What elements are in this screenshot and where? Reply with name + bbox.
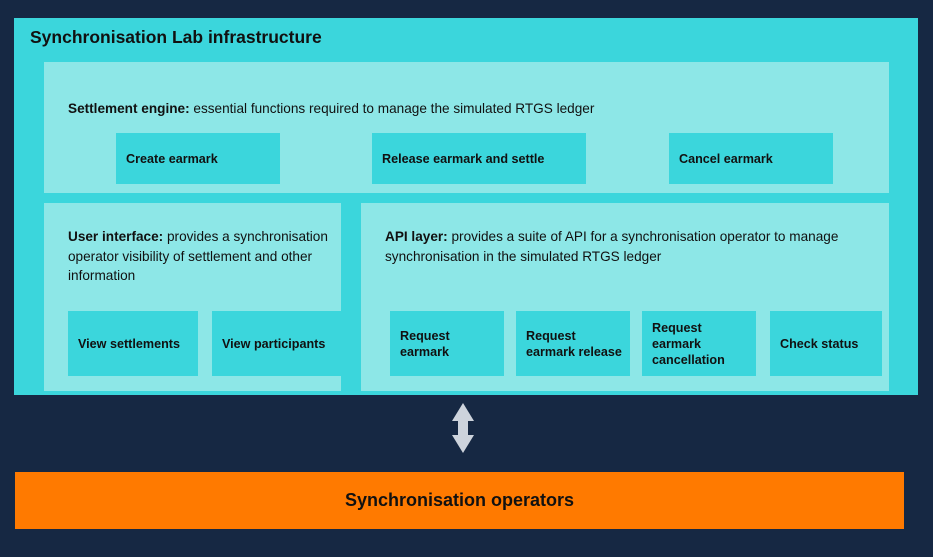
api-layer-description-text: provides a suite of API for a synchronis… xyxy=(385,229,839,264)
chip-request-earmark-cancellation[interactable]: Request earmark cancellation xyxy=(642,311,756,376)
synchronisation-operators-label: Synchronisation operators xyxy=(344,490,575,510)
chip-request-earmark[interactable]: Request earmark xyxy=(390,311,504,376)
chip-view-participants-label: View participants xyxy=(222,336,326,351)
chip-request-earmark-release[interactable]: Request earmark release xyxy=(516,311,630,376)
chip-create-earmark[interactable]: Create earmark xyxy=(116,133,280,184)
double-headed-vertical-arrow-icon xyxy=(447,402,479,454)
settlement-engine-panel: Settlement engine: essential functions r… xyxy=(44,62,889,193)
chip-check-status-label: Check status xyxy=(780,336,859,351)
synchronisation-operators-bar: Synchronisation operators xyxy=(15,472,904,529)
synchronisation-lab-infrastructure-container: Synchronisation Lab infrastructure Settl… xyxy=(14,18,918,395)
settlement-engine-description-text: essential functions required to manage t… xyxy=(189,101,595,116)
chip-check-status[interactable]: Check status xyxy=(770,311,882,376)
api-layer-label: API layer: xyxy=(385,229,448,244)
user-interface-description: User interface: provides a synchronisati… xyxy=(68,227,328,286)
infrastructure-title: Synchronisation Lab infrastructure xyxy=(30,27,322,47)
chip-cancel-earmark-label: Cancel earmark xyxy=(679,151,773,166)
chip-release-earmark-and-settle-label: Release earmark and settle xyxy=(382,151,545,166)
api-layer-panel: API layer: provides a suite of API for a… xyxy=(361,203,889,391)
chip-request-earmark-label: Request earmark xyxy=(400,328,450,359)
settlement-engine-label: Settlement engine: xyxy=(68,101,190,116)
chip-view-settlements-label: View settlements xyxy=(78,336,180,351)
settlement-engine-description: Settlement engine: essential functions r… xyxy=(68,99,868,119)
chip-create-earmark-label: Create earmark xyxy=(126,151,218,166)
chip-request-earmark-cancellation-label: Request earmark cancellation xyxy=(652,320,725,367)
chip-view-settlements[interactable]: View settlements xyxy=(68,311,198,376)
user-interface-panel: User interface: provides a synchronisati… xyxy=(44,203,342,391)
chip-request-earmark-release-label: Request earmark release xyxy=(526,328,622,359)
api-layer-description: API layer: provides a suite of API for a… xyxy=(385,227,880,266)
chip-release-earmark-and-settle[interactable]: Release earmark and settle xyxy=(372,133,586,184)
user-interface-description-text: provides a synchronisation operator visi… xyxy=(68,229,328,283)
user-interface-label: User interface: xyxy=(68,229,164,244)
chip-view-participants[interactable]: View participants xyxy=(212,311,342,376)
chip-cancel-earmark[interactable]: Cancel earmark xyxy=(669,133,833,184)
